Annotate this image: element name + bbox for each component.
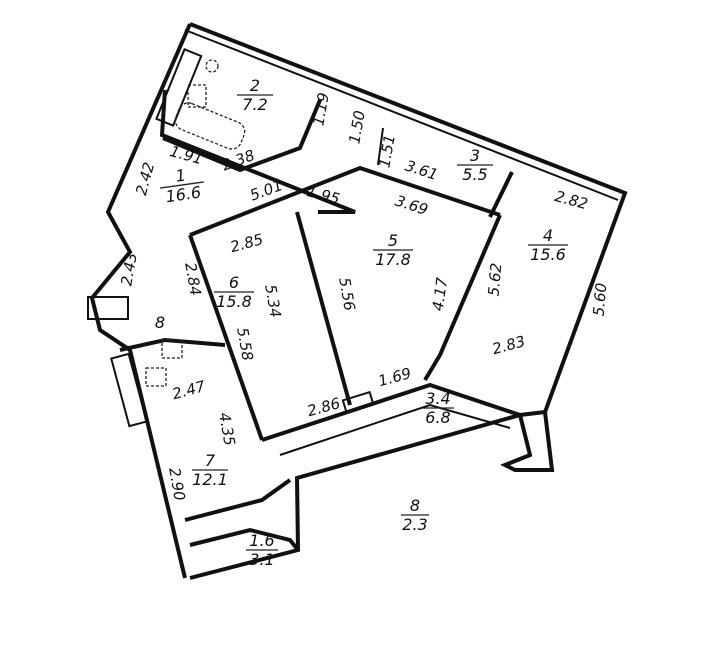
dimension-label: 2.86 bbox=[305, 394, 342, 420]
bathroom-wall bbox=[159, 89, 356, 214]
dimension-label: 4.17 bbox=[429, 276, 452, 312]
dimension-label: 5.01 bbox=[248, 176, 286, 204]
domclick-logo-icon bbox=[24, 612, 44, 634]
door-block bbox=[341, 390, 375, 414]
dimension-label: 5.56 bbox=[335, 276, 359, 312]
room3-wall bbox=[488, 171, 514, 218]
balcony-bottom bbox=[189, 527, 300, 552]
balcony-wall bbox=[500, 411, 555, 472]
dimension-label: 1.50 bbox=[345, 109, 369, 145]
corridor-wall bbox=[189, 165, 501, 237]
room-number: 3 bbox=[470, 146, 480, 165]
room-number: 2 bbox=[250, 76, 260, 95]
dimension-label: 2.83 bbox=[490, 332, 527, 358]
bath-icon bbox=[174, 102, 246, 150]
room-label-8: 8 2.3 bbox=[401, 496, 429, 534]
dimension-label: 3.61 bbox=[403, 157, 440, 184]
niche-label: 8 bbox=[155, 313, 165, 332]
room-area: 16.6 bbox=[164, 183, 202, 207]
dimension-label: 1.69 bbox=[376, 364, 413, 390]
room-area: 15.8 bbox=[216, 292, 252, 311]
room-number: 3.4 bbox=[425, 389, 450, 408]
watermark: Домклик bbox=[24, 612, 133, 636]
dimension-label: 2.38 bbox=[220, 146, 258, 174]
dimension-label: 2.82 bbox=[553, 187, 590, 213]
dimension-label: 5.58 bbox=[233, 326, 257, 362]
dimension-label: 5.62 bbox=[485, 262, 506, 297]
room-number: 8 bbox=[410, 496, 420, 515]
room-label-1: 1 16.6 bbox=[160, 165, 204, 207]
room-area: 3.1 bbox=[249, 550, 274, 569]
dimension-label: 5.34 bbox=[261, 283, 285, 319]
dimension-label: 2.47 bbox=[170, 377, 207, 403]
niche bbox=[87, 296, 129, 320]
counter bbox=[110, 352, 148, 428]
room-label-4: 4 15.6 bbox=[528, 226, 568, 264]
dimension-label: 1.51 bbox=[375, 133, 399, 169]
stove-icon bbox=[161, 339, 183, 359]
room-label-loggia: 3.4 6.8 bbox=[422, 389, 454, 427]
watermark-text: Домклик bbox=[50, 617, 133, 636]
dimension-label: 2.90 bbox=[165, 466, 189, 502]
room-label-balcony: 1.6 3.1 bbox=[246, 531, 278, 569]
dimension-label: 1.19 bbox=[309, 91, 333, 127]
room-label-5: 5 17.8 bbox=[373, 231, 413, 269]
dimension-label: 1.95 bbox=[305, 182, 342, 208]
room-area: 2.3 bbox=[402, 515, 427, 534]
room-number: 5 bbox=[388, 231, 398, 250]
room-area: 17.8 bbox=[375, 250, 411, 269]
room-area: 5.5 bbox=[462, 165, 487, 184]
dimension-label: 4.35 bbox=[215, 411, 239, 447]
room-label-3: 3 5.5 bbox=[457, 146, 493, 184]
sink-icon bbox=[205, 59, 219, 73]
loggia-rail bbox=[279, 403, 511, 456]
room-area: 12.1 bbox=[192, 470, 228, 489]
room-label-7: 7 12.1 bbox=[192, 451, 228, 489]
dimension-label: 1.91 bbox=[168, 142, 205, 168]
dimension-label: 2.42 bbox=[132, 160, 158, 197]
closet-wall bbox=[377, 127, 384, 166]
room-label-2: 2 7.2 bbox=[237, 76, 273, 114]
room-number: 4 bbox=[543, 226, 553, 245]
bath-wall bbox=[162, 99, 322, 173]
dimension-label: 2.84 bbox=[181, 261, 205, 297]
sink-kitchen-icon bbox=[145, 367, 167, 387]
bathtub bbox=[155, 48, 203, 127]
dimension-label: 3.69 bbox=[393, 192, 430, 219]
room-number: 1.6 bbox=[249, 531, 274, 550]
room6-wall-left bbox=[188, 234, 264, 441]
room-label-6: 6 15.8 bbox=[214, 273, 254, 311]
room-area: 15.6 bbox=[530, 245, 566, 264]
room-number: 6 bbox=[229, 273, 239, 292]
dimension-label: 5.60 bbox=[590, 282, 611, 317]
room-area: 7.2 bbox=[242, 95, 267, 114]
room-number: 7 bbox=[205, 451, 216, 470]
dimension-label: 2.43 bbox=[117, 251, 141, 287]
loggia-wall bbox=[261, 382, 521, 442]
dimensions: 1.91 2.38 1.19 1.50 1.51 3.61 3.69 2.82 … bbox=[117, 91, 610, 502]
outer-wall-outer-line bbox=[184, 29, 619, 201]
room6-room5-wall bbox=[295, 211, 352, 406]
room7-bottom bbox=[184, 478, 292, 522]
room-area: 6.8 bbox=[425, 408, 450, 427]
dimension-label: 2.85 bbox=[228, 230, 265, 256]
room-number: 1 bbox=[174, 165, 187, 185]
room5-room4-wall bbox=[423, 214, 502, 382]
